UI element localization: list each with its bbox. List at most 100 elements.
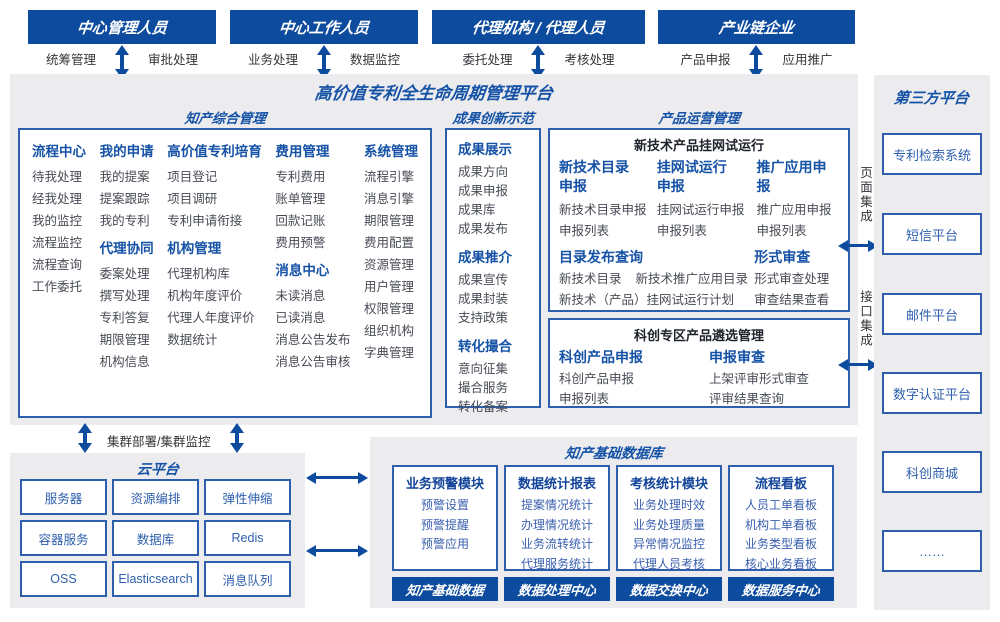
menu-item: 预警提醒 (420, 517, 469, 532)
menu-item: 机构年度评价 (167, 289, 243, 303)
menu-item: 成果方向 (458, 165, 509, 179)
innovation-box: 成果展示 成果方向成果申报成果库成果发布 成果推介 成果宣传成果封装支持政策 转… (445, 128, 541, 414)
menu-item: 委案处理 (99, 267, 150, 281)
third-party-box: 邮件平台 (882, 293, 982, 335)
cloud-title-text: 云平台 (135, 461, 180, 477)
menu-item: 费用预警 (275, 236, 326, 250)
user-actions: 产品申报 应用推广 (658, 48, 855, 68)
menu-item: 代理服务统计 (520, 556, 593, 571)
trial-bottom: 目录发布查询 新技术目录 新技术推广应用目录 新技术（产品）挂网试运行计划 形式… (550, 242, 848, 311)
user-action-label: 考核处理 (564, 52, 615, 67)
database-footers: 知产基础数据 数据处理中心 数据交换中心 数据服务中心 (392, 577, 834, 601)
menu-column: 挂网试运行 申报 挂网试运行申报申报列表 (657, 158, 757, 242)
menu-group-header: 成果展示 (458, 142, 512, 157)
menu-item: 成果发布 (458, 222, 509, 236)
menu-item: 成果申报 (458, 184, 509, 198)
menu-column: 高价值专利培育 项目登记项目调研专利申请衔接 机构管理 代理机构库机构年度评价代… (167, 142, 262, 416)
menu-column: 费用管理 专利费用账单管理回款记账费用预警 消息中心 未读消息已读消息消息公告发… (275, 142, 350, 416)
menu-item: 意向征集 (458, 362, 509, 376)
database-title: 知产基础数据库 (370, 443, 857, 463)
menu-item: 机构工单看板 (744, 517, 817, 532)
third-party-title: 第三方平台 (874, 87, 990, 108)
menu-item: 科创产品申报 (559, 372, 635, 386)
database-module: 流程看板 人员工单看板机构工单看板业务类型看板核心业务看板 (728, 465, 834, 571)
menu-group-header: 费用管理 (275, 144, 330, 159)
menu-item: 项目调研 (167, 192, 218, 206)
menu-group-header: 申报审查 (709, 349, 765, 365)
double-arrow-vertical-icon (120, 54, 124, 70)
module-header: 业务预警模块 (405, 476, 484, 491)
menu-group-header: 形式审查 (754, 249, 811, 265)
menu-item: 权限管理 (363, 302, 414, 316)
menu-group-header: 目录发布查询 (559, 249, 643, 265)
menu-item: 申报列表 (656, 224, 707, 238)
menu-group-header: 高价值专利培育 (167, 144, 262, 159)
database-module: 业务预警模块 预警设置预警提醒预警应用 (392, 465, 498, 571)
trial-columns: 新技术目录 申报 新技术目录申报申报列表 挂网试运行 申报 挂网试运行申报申报列… (550, 158, 848, 242)
menu-item: 经我处理 (32, 192, 83, 206)
menu-column: 目录发布查询 新技术目录 新技术推广应用目录 新技术（产品）挂网试运行计划 (559, 248, 754, 311)
platform-panel: 高价值专利全生命周期管理平台 知产综合管理 流程中心 待我处理经我处理我的监控流… (10, 74, 858, 425)
data-center-label: 数据服务中心 (740, 582, 821, 598)
user-role-label: 代理机构 / 代理人员 (471, 19, 606, 37)
menu-item: 流程查询 (32, 258, 83, 272)
data-center-label: 知产基础数据 (404, 582, 485, 598)
menu-item: 期限管理 (363, 214, 414, 228)
third-party-title-text: 第三方平台 (893, 90, 971, 107)
menu-item: 审查结果查看 (754, 293, 830, 307)
menu-item: 支持政策 (458, 311, 509, 325)
menu-item: 我的提案 (99, 170, 150, 184)
section-title-product-ops: 产品运营管理 (548, 107, 850, 127)
menu-item: 代理机构库 (167, 267, 230, 281)
menu-item: 专利费用 (275, 170, 326, 184)
ip-mgmt-box: 流程中心 待我处理经我处理我的监控流程监控流程查询工作委托 我的申请 我的提案提… (18, 128, 432, 418)
menu-item: 组织机构 (363, 324, 414, 338)
menu-item: 成果封装 (458, 292, 509, 306)
menu-item: 撰写处理 (99, 289, 150, 303)
menu-item: 专利申请衔接 (167, 214, 243, 228)
menu-group-header: 推广应用申报 (756, 159, 827, 194)
data-center-label: 数据处理中心 (516, 582, 597, 598)
section-title-text: 成果创新示范 (451, 111, 535, 126)
user-role-box-center-admin: 中心管理人员 (28, 10, 216, 44)
data-center-box: 数据服务中心 (728, 577, 834, 601)
menu-column: 推广应用申报 推广应用申报申报列表 (757, 158, 839, 242)
menu-item: 核心业务看板 (744, 556, 817, 571)
menu-item: 形式审查处理 (754, 272, 830, 286)
user-action-label: 审批处理 (148, 52, 199, 67)
cloud-service-box: OSS (20, 561, 107, 597)
user-actions: 统筹管理 审批处理 (28, 48, 216, 68)
menu-item: 流程监控 (32, 236, 83, 250)
menu-item: 转化备案 (458, 400, 509, 414)
double-arrow-vertical-icon (235, 432, 239, 444)
menu-column: 流程中心 待我处理经我处理我的监控流程监控流程查询工作委托 (32, 142, 86, 416)
cloud-service-box: 资源编排 (112, 479, 199, 515)
double-arrow-horizontal-icon (847, 363, 869, 366)
third-party-box: 短信平台 (882, 213, 982, 255)
database-module: 数据统计报表 提案情况统计办理情况统计业务流转统计代理服务统计 (504, 465, 610, 571)
menu-item: 新技术（产品）挂网试运行计划 (559, 293, 735, 307)
menu-column: 形式审查 形式审查处理审查结果查看 (754, 248, 839, 311)
menu-item: 资源管理 (363, 258, 414, 272)
database-panel: 知产基础数据库 业务预警模块 预警设置预警提醒预警应用 数据统计报表 提案情况统… (370, 437, 857, 608)
menu-item: 账单管理 (275, 192, 326, 206)
menu-item: 待我处理 (32, 170, 83, 184)
section-title-text: 知产综合管理 (183, 111, 267, 126)
menu-item: 评审结果查询 (709, 392, 785, 406)
menu-item: 业务类型看板 (744, 537, 817, 551)
cloud-service-box: Redis (204, 520, 291, 556)
selection-box: 科创专区产品遴选管理 科创产品申报 科创产品申报申报列表 申报审查 上架评审形式… (548, 318, 850, 408)
user-role-label: 产业链企业 (717, 19, 795, 37)
menu-item: 代理人年度评价 (167, 311, 255, 325)
menu-group-header: 流程中心 (32, 144, 86, 159)
page-integration-label: 页面集成 (858, 166, 872, 224)
menu-item: 新技术目录申报 (559, 203, 647, 217)
database-module: 考核统计模块 业务处理时效业务处理质量异常情况监控代理人员考核 (616, 465, 722, 571)
menu-item: 流程引擎 (363, 170, 414, 184)
cloud-service-box: 服务器 (20, 479, 107, 515)
api-integration-label: 接口集成 (858, 290, 872, 348)
module-header: 流程看板 (754, 476, 807, 491)
menu-group-header: 我的申请 (99, 144, 154, 159)
